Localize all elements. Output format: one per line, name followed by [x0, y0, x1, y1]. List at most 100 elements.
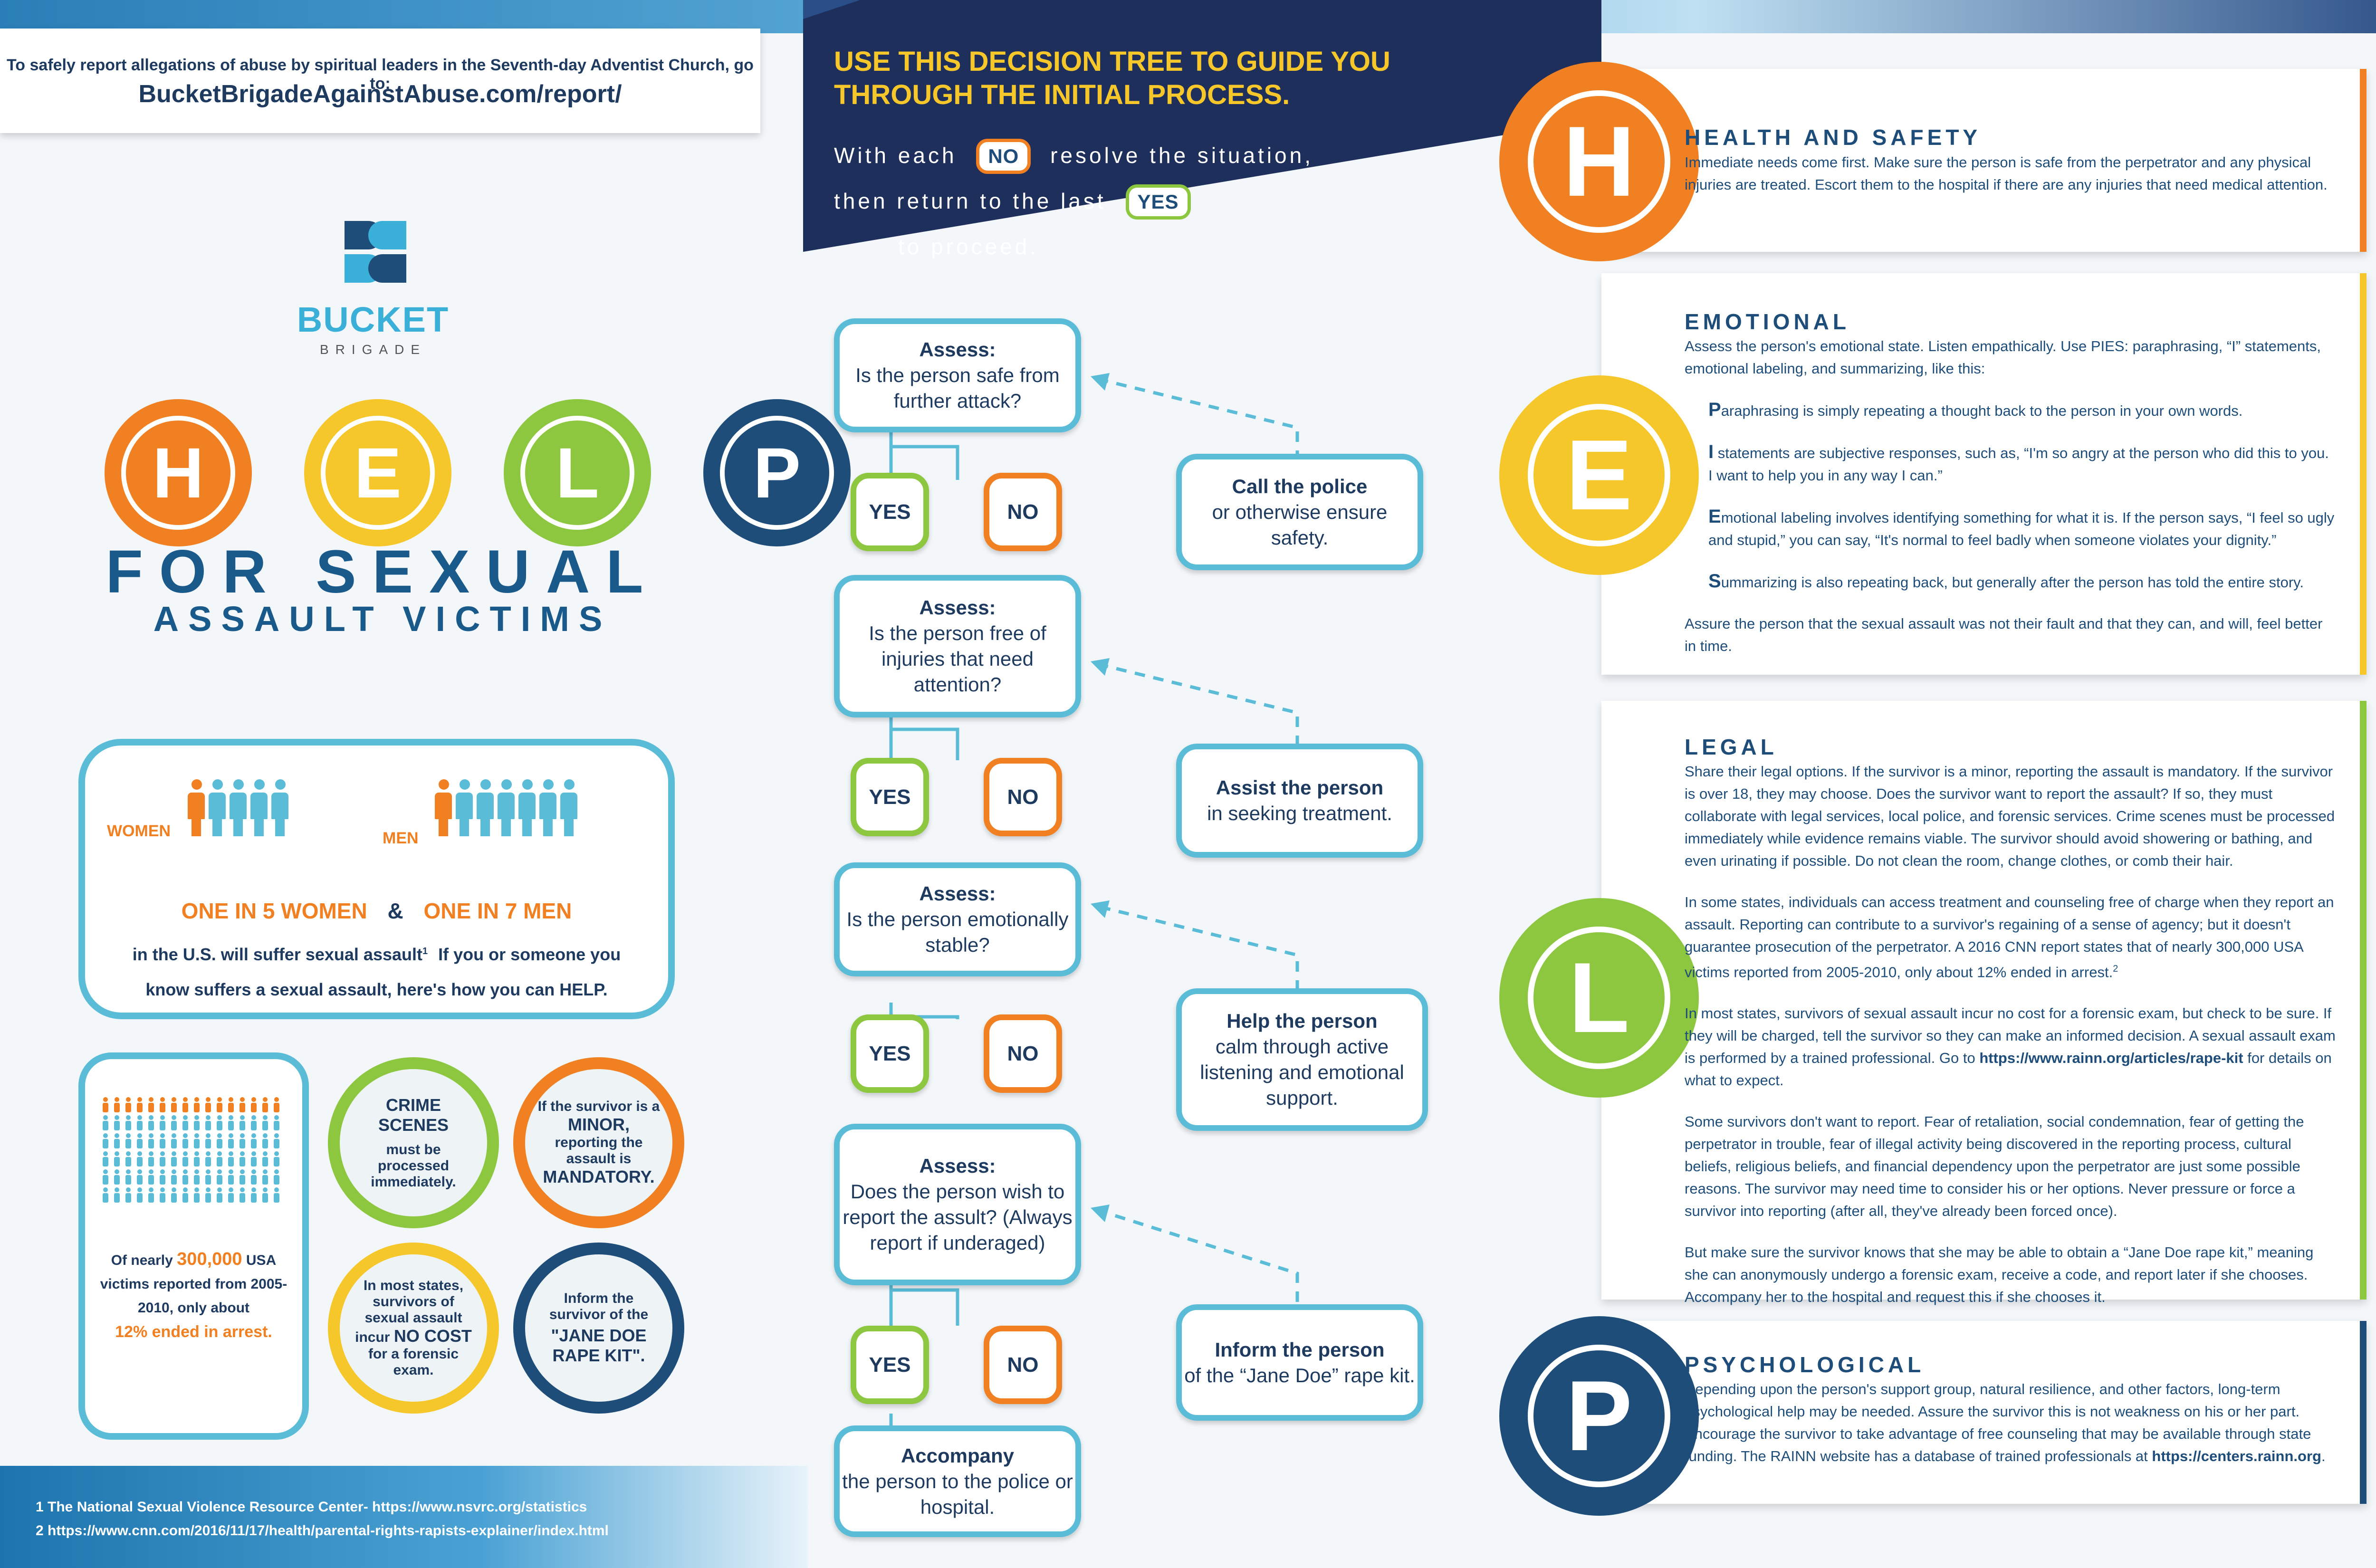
- minor-b: MINOR,: [568, 1115, 630, 1134]
- instruction-text-c: then return to the last: [834, 189, 1106, 213]
- victim-figure-icon: [228, 1097, 234, 1112]
- a2-head: Assist the person: [1216, 776, 1384, 799]
- man-figure-icon: [518, 779, 536, 836]
- connector-2: [889, 715, 959, 760]
- health-safety-title: HEALTH AND SAFETY: [1685, 125, 1982, 150]
- health-safety-text: Immediate needs come first. Make sure th…: [1685, 154, 2328, 193]
- victim-figure-icon: [182, 1133, 188, 1148]
- help-letter-l: L: [520, 416, 634, 530]
- victim-figure-icon: [125, 1115, 131, 1130]
- victim-figure-icon: [125, 1187, 131, 1203]
- help-letter-l-circle: L: [504, 399, 651, 546]
- victim-figure-icon: [274, 1169, 279, 1185]
- woman-figure-icon: [230, 779, 247, 836]
- logo-subtitle: BRIGADE: [319, 342, 427, 357]
- minor-text: If the survivor is a MINOR, reporting th…: [525, 1069, 672, 1216]
- victim-figure-icon: [262, 1115, 268, 1130]
- pies-i: I statements are subjective responses, s…: [1708, 441, 2336, 487]
- yes-button-2[interactable]: YES: [851, 758, 929, 836]
- victim-figure-icon: [125, 1097, 131, 1112]
- a1-head: Call the police: [1232, 475, 1368, 497]
- pies-i-text: statements are subjective responses, suc…: [1708, 445, 2329, 484]
- man-figure-icon: [498, 779, 515, 836]
- arrest-pct: 12% ended in arrest.: [115, 1323, 272, 1341]
- minor-c: reporting the assault is: [555, 1135, 643, 1166]
- stats-body: in the U.S. will suffer sexual assault1 …: [78, 934, 675, 1007]
- jane-doe-circle: Inform the survivor of the"JANE DOE RAPE…: [513, 1243, 684, 1414]
- no-button-1[interactable]: NO: [984, 473, 1062, 551]
- stats-line2: know suffers a sexual assault, here's ho…: [145, 980, 608, 999]
- legal-p3b: for details on what to expect.: [1685, 1050, 2332, 1089]
- section-l-letter: L: [1528, 927, 1670, 1069]
- victim-figure-icon: [160, 1115, 165, 1130]
- no-cost-circle: In most states, survivors of sexual assa…: [328, 1243, 499, 1414]
- footnote-1[interactable]: 1 The National Sexual Violence Resource …: [36, 1499, 587, 1515]
- yes-button-4[interactable]: YES: [851, 1326, 929, 1404]
- minor-d: MANDATORY.: [543, 1167, 655, 1186]
- psychological-card: [1601, 1321, 2366, 1504]
- victim-figure-icon: [125, 1133, 131, 1148]
- emotional-body: Assess the person's emotional state. Lis…: [1685, 335, 2336, 657]
- victim-figure-icon: [103, 1187, 108, 1203]
- stats-sup: 1: [422, 946, 428, 956]
- instruction-line1: With each NO resolve the situation,: [834, 139, 1313, 174]
- bucket-brigade-logo-icon: [345, 221, 406, 283]
- victim-figure-icon: [171, 1115, 177, 1130]
- q2-head: Assess:: [919, 596, 996, 619]
- victim-figure-icon: [171, 1151, 177, 1166]
- pies-i-letter: I: [1708, 441, 1714, 462]
- assess-emotional-box[interactable]: Assess:Is the person emotionally stable?: [834, 862, 1081, 976]
- assess-safety-box[interactable]: Assess:Is the person safe from further a…: [834, 318, 1081, 432]
- report-url-link[interactable]: BucketBrigadeAgainstAbuse.com/report/: [138, 80, 622, 108]
- no-pill: NO: [976, 139, 1031, 174]
- victim-figure-icon: [160, 1169, 165, 1185]
- legal-p5: But make sure the survivor knows that sh…: [1685, 1244, 2314, 1306]
- victim-figure-icon: [228, 1133, 234, 1148]
- cost-b: NO COST: [393, 1326, 472, 1346]
- assess-report-box[interactable]: Assess:Does the person wish to report th…: [834, 1124, 1081, 1285]
- victim-figure-icon: [114, 1115, 120, 1130]
- victim-figure-icon: [262, 1187, 268, 1203]
- legal-card: [1601, 701, 2366, 1300]
- rainn-rape-kit-link[interactable]: https://www.rainn.org/articles/rape-kit: [1979, 1050, 2243, 1067]
- a3-body: calm through active listening and emotio…: [1200, 1035, 1404, 1109]
- cost-a: In most states, survivors of sexual assa…: [355, 1278, 464, 1345]
- emotional-title: EMOTIONAL: [1685, 309, 1850, 334]
- q2-body: Is the person free of injuries that need…: [869, 622, 1046, 696]
- victim-figure-icon: [251, 1115, 257, 1130]
- victim-figure-icon: [228, 1115, 234, 1130]
- victim-figure-icon: [251, 1151, 257, 1166]
- pies-e: Emotional labeling involves identifying …: [1708, 506, 2336, 551]
- victim-figure-icon: [103, 1169, 108, 1185]
- arrest-mid: USA victims reported from 2005-2010, onl…: [100, 1252, 287, 1316]
- rainn-centers-link[interactable]: https://centers.rainn.org: [2152, 1448, 2321, 1464]
- victim-figure-icon: [194, 1169, 200, 1185]
- assess-injuries-box[interactable]: Assess: Is the person free of injuries th…: [834, 575, 1081, 717]
- yes-button-3[interactable]: YES: [851, 1014, 929, 1093]
- yes-button-1[interactable]: YES: [851, 473, 929, 551]
- man-figure-icon: [435, 779, 452, 836]
- legal-p3: In most states, survivors of sexual assa…: [1685, 1002, 2340, 1091]
- arrowhead-3: [1091, 900, 1110, 918]
- victim-figure-icon: [262, 1169, 268, 1185]
- victim-figure-icon: [194, 1133, 200, 1148]
- dashed-arrow-2: [1102, 663, 1299, 746]
- dashed-arrow-3: [1102, 906, 1299, 991]
- victim-figure-icon: [228, 1151, 234, 1166]
- q4-head: Assess:: [919, 1155, 996, 1177]
- no-button-2[interactable]: NO: [984, 758, 1062, 836]
- pies-p-letter: P: [1708, 399, 1721, 420]
- footnote-2[interactable]: 2 https://www.cnn.com/2016/11/17/health/…: [36, 1523, 609, 1539]
- no-button-3[interactable]: NO: [984, 1014, 1062, 1093]
- section-p-letter: P: [1528, 1345, 1670, 1487]
- pies-s: Summarizing is also repeating back, but …: [1708, 570, 2336, 593]
- a4-body: of the “Jane Doe” rape kit.: [1184, 1364, 1415, 1386]
- no-button-4[interactable]: NO: [984, 1326, 1062, 1404]
- victim-figure-icon: [240, 1151, 245, 1166]
